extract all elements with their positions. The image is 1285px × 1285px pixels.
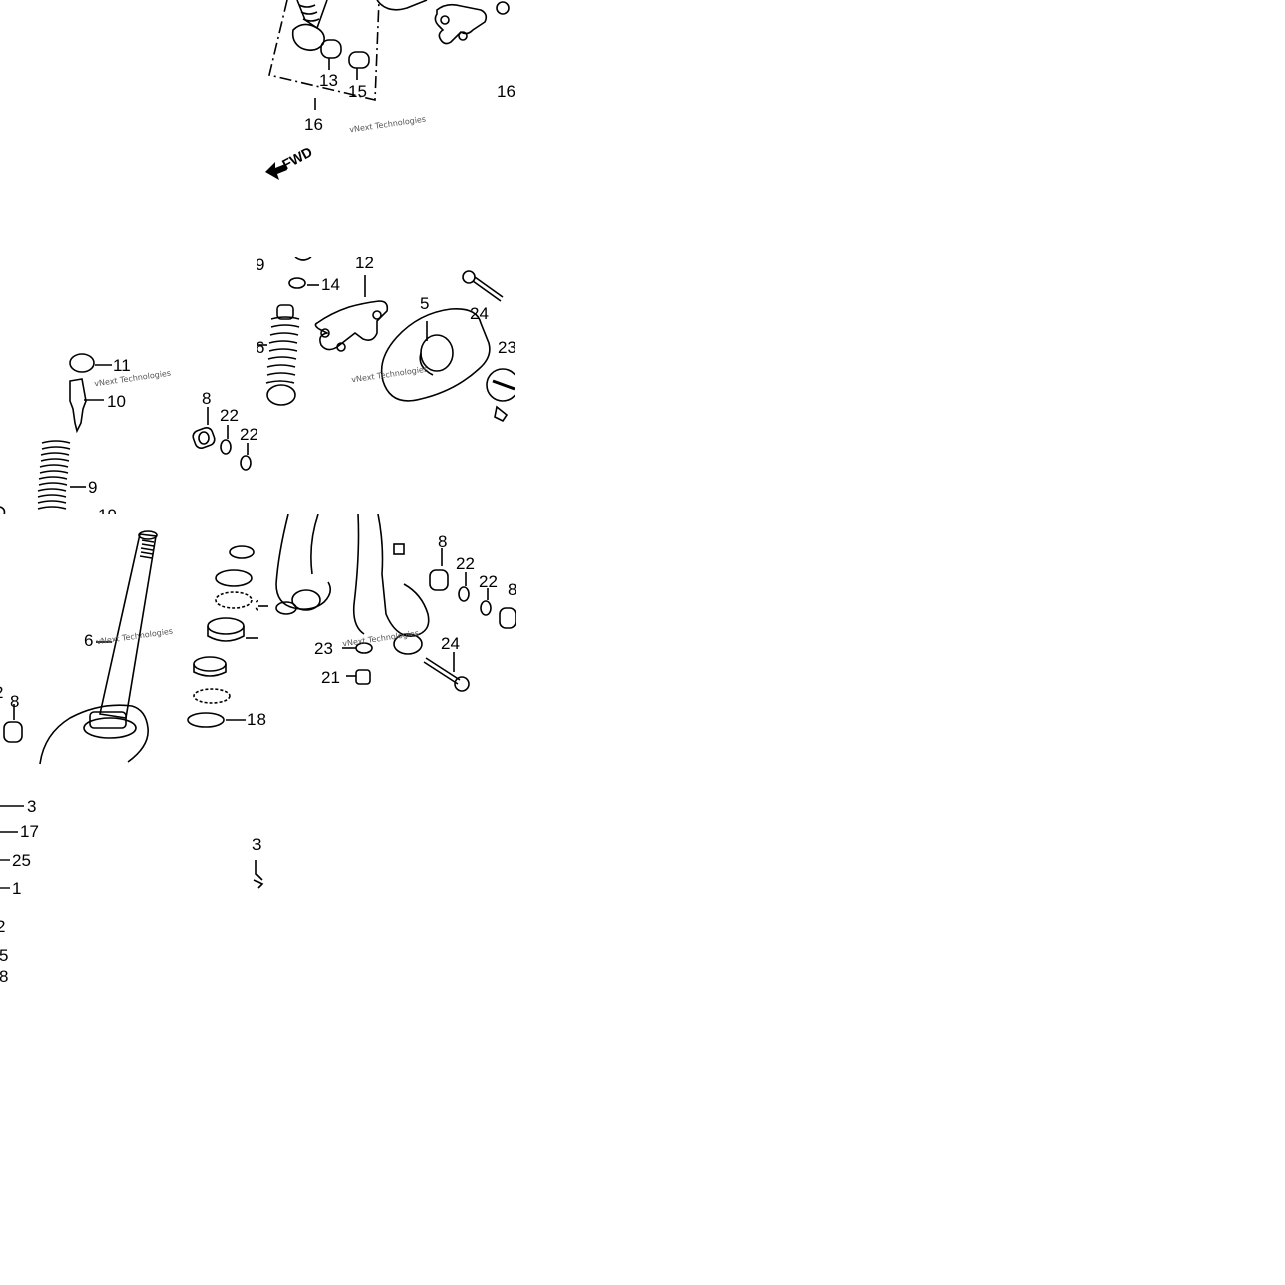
callout-8: 8 <box>202 389 212 408</box>
callout-2-partial: 2 <box>0 684 3 701</box>
callout-25: 25 <box>12 851 31 870</box>
callout-12: 12 <box>355 257 374 272</box>
bottom-left-linework <box>3 530 158 765</box>
callout-8-bottom: 8 <box>0 967 9 986</box>
callout-17: 17 <box>20 822 39 841</box>
callout-9: 9 <box>88 478 98 497</box>
callout-22: 22 <box>456 554 475 573</box>
callout-2: 2 <box>0 917 6 936</box>
callout-8: 8 <box>10 692 20 711</box>
callout-10: 10 <box>107 392 126 411</box>
callout-22: 22 <box>220 406 239 425</box>
diagram-tile-label-column: 3 17 25 1 2 5 8 <box>0 790 60 990</box>
callout-22-b: 22 <box>479 572 498 591</box>
bottom-center-linework <box>187 545 258 728</box>
mid-right-linework <box>257 257 515 423</box>
callout-5: 5 <box>0 946 9 965</box>
diagram-fragment: 3 <box>250 836 266 890</box>
callout-3-fragment: 3 <box>252 836 262 854</box>
callout-6: 6 <box>84 631 94 650</box>
callout-14: 14 <box>321 275 340 294</box>
callout-8: 8 <box>438 532 448 551</box>
callout-5: 5 <box>420 294 430 313</box>
callout-9-partial: 9 <box>257 257 265 274</box>
callout-1: 1 <box>12 879 22 898</box>
diagram-tile-top: 13 15 16 16 vNext Technologies FWD <box>257 0 515 258</box>
mid-center-linework <box>192 407 252 471</box>
diagram-tile-bottom-center: 19 <box>180 514 258 744</box>
diagram-tile-mid-right: 12 14 5 24 23 6 9 vNext Technologies <box>257 257 515 515</box>
callout-21: 21 <box>321 668 340 687</box>
diagram-tile-mid-center: 8 22 22 <box>188 385 258 515</box>
callout-19-partial: 19 <box>98 507 117 515</box>
bottom-right-linework <box>258 514 516 692</box>
callout-24: 24 <box>470 304 489 323</box>
callout-13: 13 <box>319 71 338 90</box>
callout-11: 11 <box>113 356 131 375</box>
fragment-linework <box>253 860 264 889</box>
callout-8-b: 8 <box>508 580 516 599</box>
callout-23: 23 <box>314 639 333 658</box>
callout-18: 18 <box>247 710 266 729</box>
callout-3: 3 <box>27 797 37 816</box>
callout-15: 15 <box>348 82 367 101</box>
callout-22-b: 22 <box>240 425 258 444</box>
callout-16: 16 <box>304 115 323 134</box>
callout-16-right: 16 <box>497 82 515 101</box>
callout-6-partial: 6 <box>257 338 265 357</box>
callout-23: 23 <box>498 338 515 357</box>
top-linework <box>265 0 510 180</box>
diagram-tile-bottom-right: 8 22 22 8 23 24 21 vNext Technologies <box>258 514 516 694</box>
label-column-linework <box>0 805 24 889</box>
callout-24: 24 <box>441 634 460 653</box>
